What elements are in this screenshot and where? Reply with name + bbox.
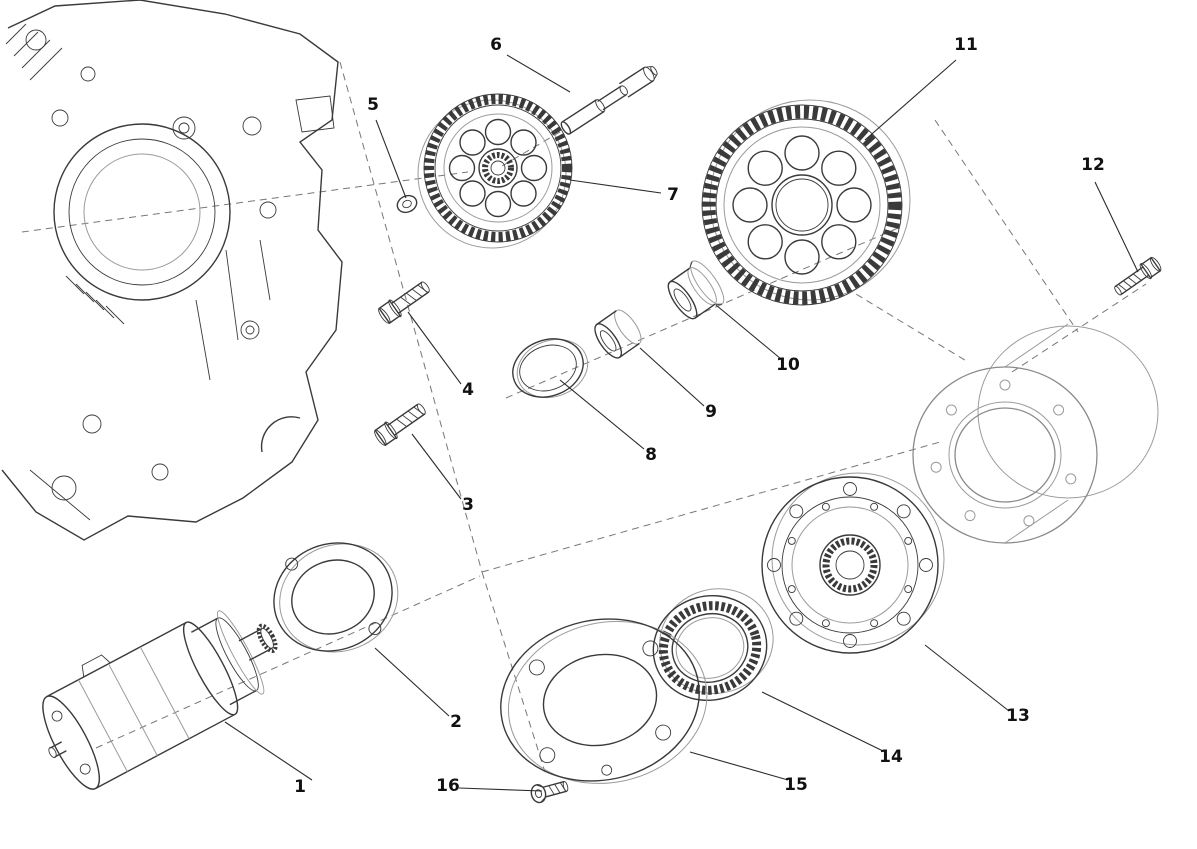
leader-line-13	[924, 644, 1010, 712]
axis-line	[1011, 283, 1147, 373]
callout-12: 12	[1081, 155, 1105, 175]
ignition-rotor	[912, 323, 1159, 544]
crankcase-drawing	[1, 0, 343, 541]
callout-13: 13	[1006, 706, 1030, 726]
callout-8: 8	[645, 445, 657, 465]
starter-motor-gasket	[273, 542, 399, 653]
axis-line	[95, 575, 481, 749]
leader-line-8	[559, 379, 645, 450]
leader-lines	[224, 54, 1139, 792]
shim-ring	[512, 338, 589, 399]
leader-line-12	[1094, 181, 1139, 273]
callout-16: 16	[436, 776, 460, 796]
axis-line	[481, 571, 546, 773]
axis-line	[845, 287, 969, 363]
callout-7: 7	[667, 185, 679, 205]
leader-line-15	[689, 751, 789, 781]
spacer-bushing	[594, 309, 642, 359]
leader-line-3	[411, 433, 462, 500]
leader-line-7	[569, 179, 662, 194]
idler-shaft	[560, 65, 658, 135]
callout-1: 1	[294, 777, 306, 797]
leader-line-5	[375, 119, 407, 199]
flanged-bushing	[667, 260, 725, 320]
axis-line	[21, 171, 469, 233]
washer	[396, 194, 418, 214]
callouts: 1 2 3 4 5 6 7 8 9 10 11 12 13 14 15 16	[294, 35, 1105, 797]
leader-line-2	[374, 647, 450, 717]
starter-clutch-housing	[761, 472, 945, 654]
screw	[530, 780, 569, 804]
axis-line	[934, 119, 1079, 333]
callout-4: 4	[462, 380, 474, 400]
callout-6: 6	[490, 35, 502, 55]
callout-3: 3	[462, 495, 474, 515]
leader-line-1	[224, 721, 313, 781]
callout-5: 5	[367, 95, 379, 115]
callout-10: 10	[776, 355, 800, 375]
callout-11: 11	[954, 35, 978, 55]
callout-9: 9	[705, 402, 717, 422]
flange-gasket	[500, 618, 708, 784]
starter-driven-gear	[417, 93, 573, 249]
leader-line-10	[715, 304, 782, 360]
leader-line-4	[407, 311, 462, 385]
construction-lines	[21, 61, 1147, 773]
starter-clutch-gear	[701, 99, 911, 306]
leader-line-11	[864, 59, 957, 141]
leader-line-9	[639, 347, 705, 407]
leader-line-14	[761, 691, 884, 752]
bolt	[374, 403, 426, 447]
leader-line-6	[506, 54, 571, 93]
starter-motor	[42, 610, 278, 790]
callout-15: 15	[784, 775, 808, 795]
bolt	[378, 281, 430, 325]
hatching	[5, 23, 125, 325]
callout-2: 2	[450, 712, 462, 732]
rotor-bolt	[1114, 256, 1162, 296]
leader-line-16	[458, 787, 543, 792]
callout-14: 14	[879, 747, 903, 767]
sprag-clutch	[652, 588, 774, 702]
axis-line	[481, 441, 941, 573]
